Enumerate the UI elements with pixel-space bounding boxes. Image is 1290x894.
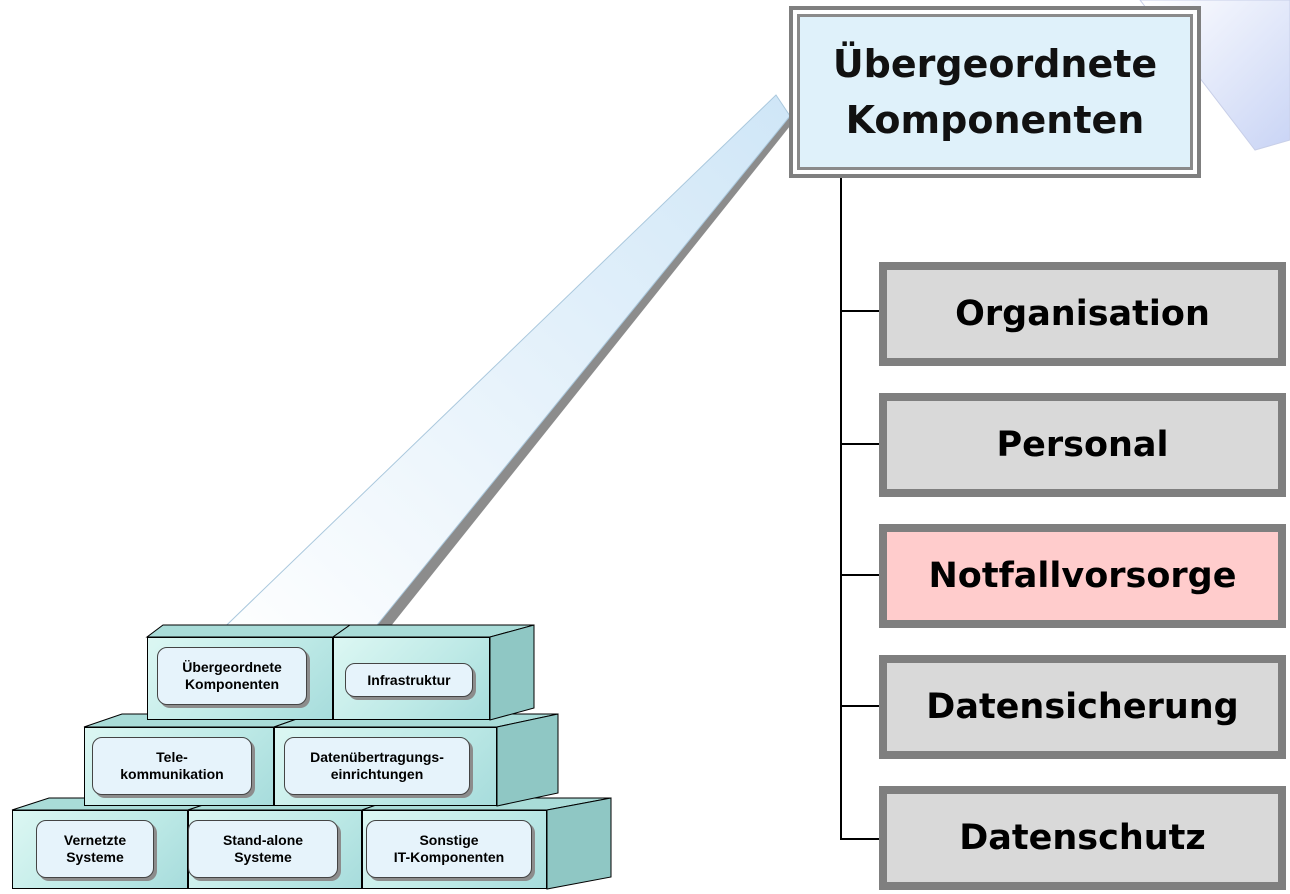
category-box-notfallvorsorge: Notfallvorsorge: [879, 524, 1286, 628]
block-datenubertragungseinrichtungen: Datenübertragungs- einrichtungen: [274, 727, 497, 806]
pill-label-box: Datenübertragungs- einrichtungen: [284, 737, 470, 795]
pill-label-box: Sonstige IT-Komponenten: [366, 820, 532, 878]
block-telekommunikation: Tele- kommunikation: [84, 727, 274, 806]
pill-label-box: Übergeordnete Komponenten: [157, 647, 307, 705]
block-stand-alone-systeme: Stand-alone Systeme: [188, 810, 362, 889]
header-box: Übergeordnete Komponenten: [789, 6, 1201, 178]
category-box-datensicherung: Datensicherung: [879, 655, 1286, 759]
category-label: Personal: [996, 425, 1169, 465]
block-sonstige-it-komponenten: Sonstige IT-Komponenten: [362, 810, 547, 889]
tree-branch-line: [840, 838, 882, 840]
category-label: Organisation: [955, 294, 1210, 334]
category-label: Datenschutz: [959, 818, 1206, 858]
tree-branch-line: [840, 574, 882, 576]
block-label: Infrastruktur: [367, 671, 451, 688]
pill-label-box: Infrastruktur: [345, 663, 473, 697]
tree-branch-line: [840, 310, 882, 312]
pill-label-box: Stand-alone Systeme: [188, 820, 338, 878]
category-box-datenschutz: Datenschutz: [879, 786, 1286, 890]
category-label: Datensicherung: [926, 687, 1239, 727]
block-label: Datenübertragungs- einrichtungen: [310, 749, 444, 782]
pill-label-box: Tele- kommunikation: [92, 737, 252, 795]
block-label: Übergeordnete Komponenten: [182, 659, 282, 692]
block-label: Vernetzte Systeme: [63, 832, 127, 865]
header-inner: Übergeordnete Komponenten: [797, 14, 1193, 170]
block-vernetzte-systeme: Vernetzte Systeme: [12, 810, 188, 889]
block-label: Stand-alone Systeme: [222, 832, 304, 865]
category-box-personal: Personal: [879, 393, 1286, 497]
category-label: Notfallvorsorge: [928, 556, 1237, 596]
category-box-organisation: Organisation: [879, 262, 1286, 366]
header-title: Übergeordnete Komponenten: [832, 42, 1158, 142]
tree-trunk-line: [840, 178, 842, 840]
block-label: Tele- kommunikation: [120, 749, 224, 782]
tree-branch-line: [840, 443, 882, 445]
pill-label-box: Vernetzte Systeme: [36, 820, 154, 878]
block-ubergeordnete-komponenten: Übergeordnete Komponenten: [147, 637, 333, 720]
tree-branch-line: [840, 705, 882, 707]
block-label: Sonstige IT-Komponenten: [393, 832, 505, 865]
block-infrastruktur: Infrastruktur: [333, 637, 490, 720]
